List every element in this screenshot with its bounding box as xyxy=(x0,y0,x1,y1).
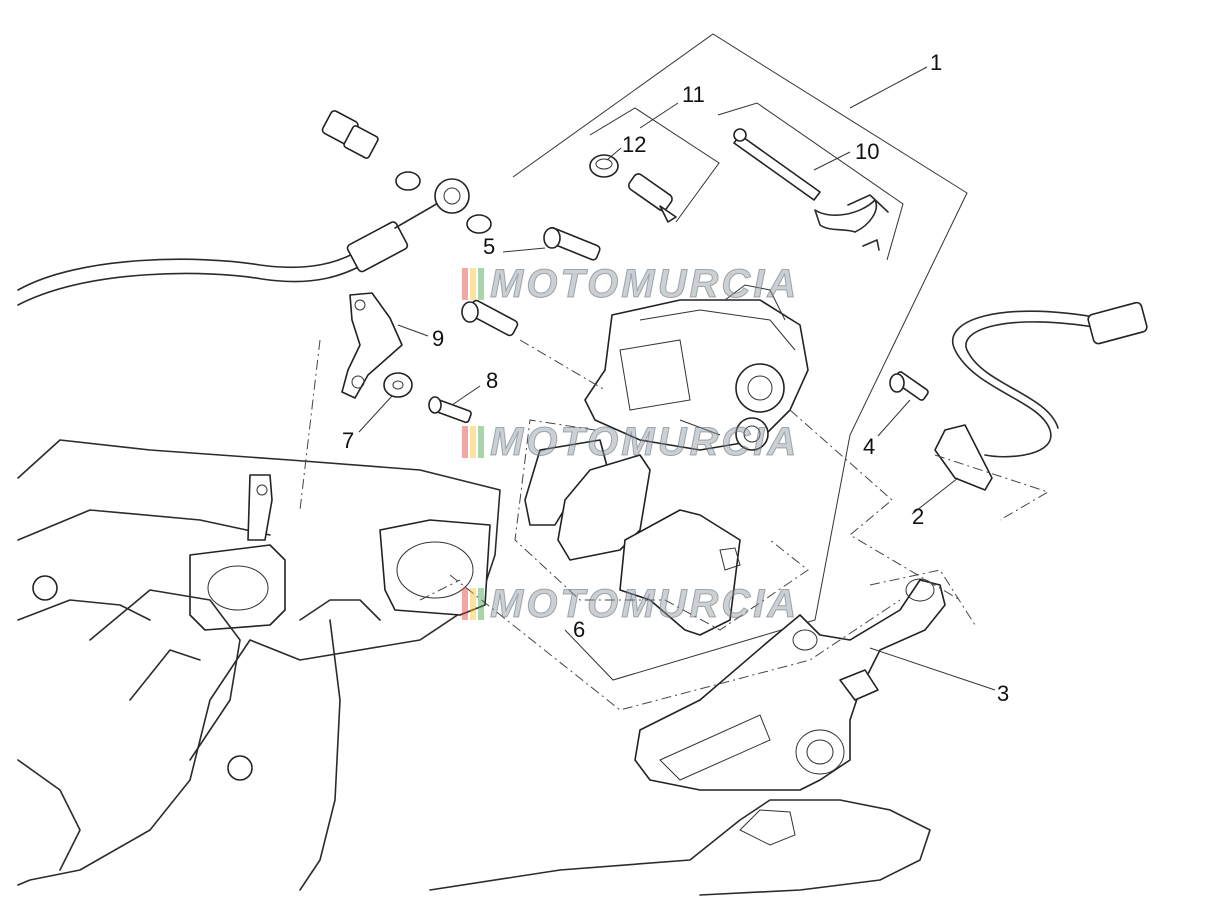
bracket-9 xyxy=(341,292,413,399)
watermark-text: MOTOMURCIA xyxy=(489,261,800,306)
watermark-logo-bars xyxy=(462,588,484,620)
watermark-bar-yellow xyxy=(470,268,476,300)
watermark-bar-yellow xyxy=(470,426,476,458)
brake-hose xyxy=(17,110,492,306)
watermark: MOTOMURCIA xyxy=(462,261,799,306)
assembly-centerlines xyxy=(299,339,1050,711)
watermark-bar-green xyxy=(478,588,484,620)
slide-pins xyxy=(428,226,601,424)
callout-4: 4 xyxy=(863,434,876,459)
watermark: MOTOMURCIA xyxy=(462,581,799,626)
frame-swingarm xyxy=(17,439,931,896)
callout-10: 10 xyxy=(855,139,880,164)
pin-and-spring xyxy=(733,128,889,251)
watermark-bar-red xyxy=(462,588,468,620)
watermark-bar-green xyxy=(478,426,484,458)
watermark: MOTOMURCIA xyxy=(462,419,799,464)
speed-sensor xyxy=(889,301,1148,491)
callout-2: 2 xyxy=(912,504,925,529)
callout-6: 6 xyxy=(573,617,586,642)
kit-outline-1 xyxy=(512,33,968,681)
callout-7: 7 xyxy=(342,428,355,453)
callout-9: 9 xyxy=(432,326,445,351)
brake-pads xyxy=(524,439,741,636)
callout-3: 3 xyxy=(997,681,1010,706)
watermark-bar-green xyxy=(478,268,484,300)
bleed-screw-kit xyxy=(589,154,677,223)
watermark-logo-bars xyxy=(462,426,484,458)
watermark-text: MOTOMURCIA xyxy=(489,419,800,464)
watermark-text: MOTOMURCIA xyxy=(489,581,800,626)
watermark-bar-yellow xyxy=(470,588,476,620)
brake-caliper xyxy=(584,284,809,451)
callout-1: 1 xyxy=(930,50,943,75)
callout-12: 12 xyxy=(622,132,647,157)
watermark-logo-bars xyxy=(462,268,484,300)
callout-8: 8 xyxy=(486,368,499,393)
watermark-bar-red xyxy=(462,426,468,458)
callout-11: 11 xyxy=(682,82,705,107)
leader-lines xyxy=(358,66,996,691)
callout-5: 5 xyxy=(483,234,496,259)
caliper-support-plate xyxy=(634,578,946,791)
watermark-bar-red xyxy=(462,268,468,300)
